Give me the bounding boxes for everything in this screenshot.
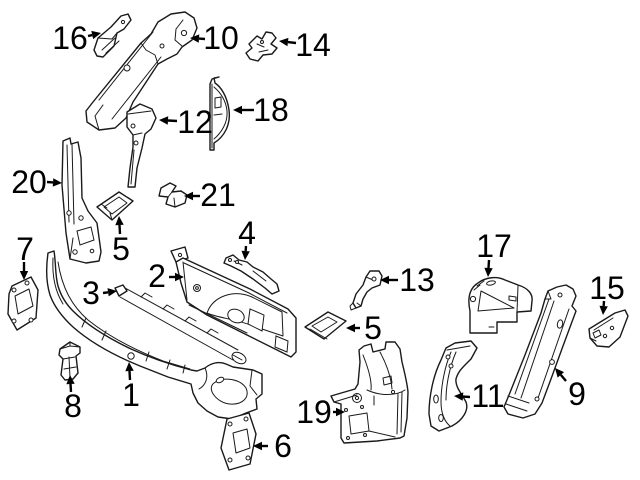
- callout-label-part-7: 7: [16, 231, 34, 267]
- callout-arrow-head-part-13: [380, 275, 389, 285]
- callout-label-part-5a: 5: [112, 231, 130, 267]
- callout-label-part-9: 9: [568, 376, 586, 412]
- part-6: [220, 412, 257, 471]
- callout-arrow-line-part-9: [559, 374, 567, 382]
- part-5a: [96, 191, 134, 221]
- callout-part-13: 13: [380, 262, 435, 298]
- part-7: [7, 276, 39, 331]
- callout-part-3: 3: [82, 275, 117, 311]
- callout-arrow-head-part-6: [253, 441, 262, 451]
- part-17: [468, 276, 533, 334]
- callout-part-18: 18: [233, 92, 289, 128]
- part-9: [503, 284, 577, 419]
- part-2: [170, 246, 297, 358]
- callout-part-21: 21: [184, 177, 236, 213]
- callout-arrow-head-part-20: [52, 178, 62, 187]
- callout-part-10: 10: [190, 20, 239, 56]
- callout-part-6: 6: [253, 428, 292, 464]
- part-14: [245, 31, 278, 62]
- part-12: [126, 103, 157, 188]
- callout-part-1: 1: [122, 362, 140, 413]
- callout-label-part-14: 14: [295, 27, 331, 63]
- callout-arrow-head-part-18: [233, 105, 242, 115]
- callout-arrow-head-part-2: [175, 272, 184, 282]
- callout-part-7: 7: [16, 231, 34, 280]
- part-18: [209, 76, 231, 151]
- callout-label-part-18: 18: [253, 92, 289, 128]
- callout-part-20: 20: [11, 164, 62, 200]
- part-3: [114, 284, 247, 365]
- callout-arrow-head-part-12: [159, 116, 169, 125]
- callout-part-2: 2: [148, 258, 184, 294]
- callout-part-14: 14: [279, 27, 331, 63]
- callout-arrow-head-part-17: [484, 267, 493, 277]
- part-8: [58, 341, 81, 381]
- callout-label-part-21: 21: [200, 177, 236, 213]
- callout-arrow-head-part-10: [190, 34, 200, 43]
- callout-part-16: 16: [52, 20, 101, 56]
- callout-arrow-head-part-16: [91, 30, 101, 40]
- callout-part-5b: 5: [346, 310, 382, 346]
- callout-label-part-19: 19: [296, 394, 332, 430]
- callout-part-5a: 5: [112, 216, 130, 267]
- callout-label-part-12: 12: [177, 104, 213, 140]
- callout-arrow-head-part-21: [184, 191, 193, 201]
- callout-label-part-3: 3: [82, 275, 100, 311]
- part-11: [428, 340, 478, 432]
- callout-label-part-13: 13: [399, 262, 435, 298]
- callout-label-part-15: 15: [589, 270, 625, 306]
- callout-arrow-head-part-3: [107, 288, 117, 297]
- callout-arrow-line-part-1: [128, 370, 132, 381]
- callout-arrow-head-part-15: [599, 305, 608, 315]
- callout-arrow-head-part-5a: [115, 216, 124, 226]
- part-19: [330, 341, 409, 444]
- callout-part-19: 19: [296, 394, 345, 430]
- callout-label-part-5b: 5: [364, 310, 382, 346]
- callout-part-9: 9: [555, 368, 586, 412]
- callout-arrow-head-part-14: [279, 37, 289, 47]
- callout-arrow-head-part-8: [66, 375, 75, 385]
- callout-label-part-4: 4: [238, 215, 256, 251]
- callout-label-part-1: 1: [122, 377, 140, 413]
- part-15: [588, 309, 629, 348]
- part-1: [45, 250, 263, 420]
- callout-part-15: 15: [589, 270, 625, 315]
- callout-part-8: 8: [64, 375, 82, 424]
- parts-layer: [7, 11, 629, 471]
- callout-label-part-8: 8: [64, 388, 82, 424]
- callout-arrow-line-part-14: [287, 40, 297, 45]
- callout-arrow-head-part-5b: [346, 323, 355, 333]
- callout-part-12: 12: [159, 104, 213, 140]
- part-16: [93, 13, 132, 58]
- callout-part-11: 11: [454, 378, 505, 414]
- callout-arrow-line-part-5a: [118, 224, 122, 235]
- callout-arrow-head-part-11: [454, 392, 464, 401]
- callout-label-part-20: 20: [11, 164, 47, 200]
- callout-arrow-line-part-12: [167, 119, 178, 123]
- part-4: [223, 254, 280, 295]
- part-5b: [304, 311, 347, 340]
- part-13: [349, 270, 383, 311]
- callout-arrow-head-part-19: [336, 407, 345, 417]
- callout-arrow-head-part-1: [125, 362, 134, 372]
- callout-label-part-6: 6: [274, 428, 292, 464]
- callout-arrow-head-part-7: [19, 271, 29, 280]
- callout-part-17: 17: [476, 228, 512, 277]
- callout-arrow-head-part-4: [241, 250, 250, 260]
- callout-arrow-line-part-3: [102, 291, 109, 295]
- callout-label-part-10: 10: [203, 20, 239, 56]
- part-21: [158, 182, 188, 208]
- callout-arrow-line-part-16: [87, 33, 93, 38]
- callout-part-4: 4: [238, 215, 256, 260]
- callout-label-part-17: 17: [476, 228, 512, 264]
- callout-arrow-head-part-9: [555, 368, 565, 378]
- callout-label-part-11: 11: [471, 378, 504, 414]
- part-20: [61, 137, 102, 264]
- part-10: [85, 11, 198, 131]
- callout-label-part-2: 2: [148, 258, 166, 294]
- callout-label-part-16: 16: [52, 20, 88, 56]
